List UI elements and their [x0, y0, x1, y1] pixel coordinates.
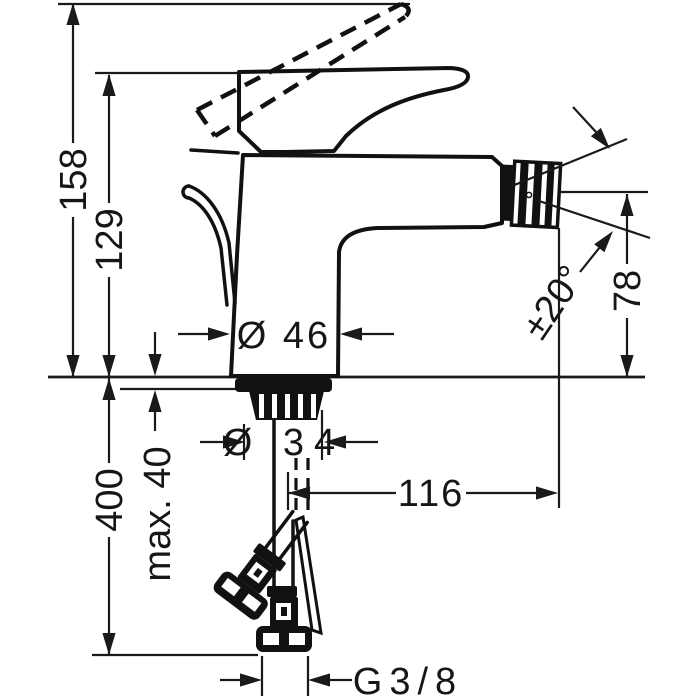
nut-flat: [242, 593, 262, 612]
arrowhead-left: [308, 673, 330, 687]
open-lever-back-edge: [195, 108, 217, 138]
open-lever-top-edge: [195, 2, 403, 112]
faucet-drawing: [181, 1, 563, 652]
hose-edge: [278, 520, 309, 561]
arrowhead-down: [102, 355, 116, 377]
spray-limit-lower: [535, 198, 651, 240]
open-lever-tip: [400, 1, 411, 19]
leader-line: [572, 106, 597, 133]
arrowhead-right: [240, 673, 262, 687]
dimension-g38: G3/8: [220, 661, 463, 700]
shank-slits: [259, 394, 316, 418]
handle-open-dashed: [195, 1, 411, 138]
dimension-158: 158: [53, 3, 95, 377]
hose-crimp: [253, 543, 286, 572]
dimension-116: 116: [288, 473, 558, 515]
nut-flat: [263, 633, 279, 645]
nut-flat: [289, 633, 305, 645]
rod-outer-curve: [187, 184, 237, 305]
arrowhead-right: [536, 486, 558, 500]
arrowhead-down: [620, 355, 634, 377]
arrowhead-left: [340, 327, 362, 341]
connector-detail: [253, 567, 263, 578]
aerator-rib: [517, 161, 529, 226]
handle-closed: [237, 66, 471, 154]
arrowhead-left: [288, 486, 310, 500]
rod-knob: [189, 148, 240, 155]
arrowhead-up: [66, 3, 80, 25]
arrowhead-right: [223, 435, 245, 449]
flange: [235, 378, 332, 392]
dim-label-78: 78: [607, 270, 649, 312]
supply-hose-right: [213, 509, 309, 620]
mounting-flange: [235, 378, 332, 420]
arrowhead-up: [620, 194, 634, 216]
dim-label-max40: max. 40: [137, 446, 179, 581]
body-spout: [229, 153, 504, 378]
leader-line: [579, 246, 601, 273]
nut-flat: [221, 577, 241, 597]
arrowhead-down: [66, 355, 80, 377]
aerator-rib: [544, 162, 555, 228]
dimension-max40: max. 40: [137, 332, 179, 582]
pop-up-rod: [181, 148, 240, 307]
aerator-rib: [531, 162, 543, 227]
dimension-d34: Ø 34: [200, 422, 378, 464]
dim-label-129: 129: [89, 208, 131, 271]
dim-label-400: 400: [89, 468, 131, 531]
rod-inner-curve: [187, 196, 229, 307]
arrowhead-left: [324, 435, 346, 449]
dimension-129: 129: [89, 74, 131, 377]
dimension-d46: Ø 46: [178, 315, 394, 357]
dim-label-158: 158: [53, 148, 95, 211]
hose-wedge: [294, 514, 323, 636]
dim-label-116: 116: [398, 473, 465, 515]
arrowhead-down: [148, 354, 162, 376]
connector-detail: [281, 607, 287, 616]
dim-label-g38: G3/8: [353, 661, 463, 700]
arrowhead-diagonal: [594, 231, 613, 253]
hose-nut: [256, 626, 312, 652]
hose-edge: [263, 509, 295, 550]
rod-end-cap: [181, 184, 191, 200]
arrowhead-right: [208, 327, 230, 341]
arrowhead-up: [102, 378, 116, 400]
dimension-400: 400: [89, 378, 131, 655]
arrowhead-down: [102, 633, 116, 655]
dimension-78: 78: [607, 194, 649, 377]
hose-crimp: [267, 586, 297, 597]
dim-label-d34: Ø 34: [223, 422, 345, 464]
dim-label-d46: Ø 46: [237, 315, 331, 357]
arrowhead-up: [148, 390, 162, 412]
aerator: [500, 159, 563, 230]
arrowhead-diagonal: [590, 127, 610, 149]
aerator-pivot-dot: [525, 191, 533, 199]
open-lever-bottom-edge: [213, 15, 407, 138]
arrowhead-up: [102, 74, 116, 96]
